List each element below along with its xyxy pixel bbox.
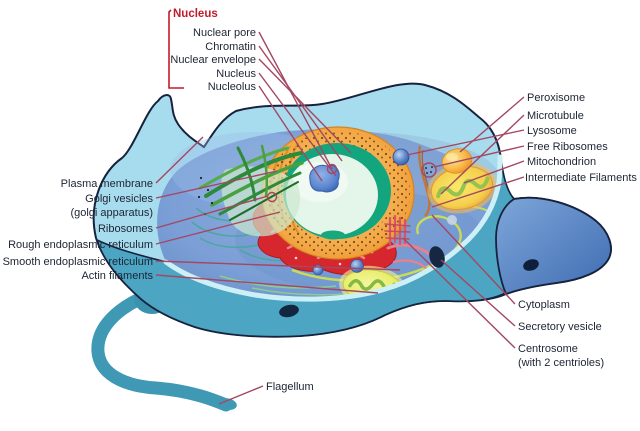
membrane-dark-spot [279, 304, 299, 318]
cut-membrane-rim [163, 154, 503, 302]
label-nuclear-envelope: Nuclear envelope [170, 54, 256, 66]
label-smooth-er: Smooth endoplasmic reticulum [3, 256, 153, 268]
nuclear-pore-marker [326, 163, 338, 175]
label-secretory-vesicle: Secretory vesicle [518, 321, 602, 333]
label-nuclear-pore: Nuclear pore [193, 27, 256, 39]
label-golgi-vesicles: Golgi vesicles [85, 193, 153, 205]
label-mitochondrion: Mitochondrion [527, 156, 596, 168]
label-microtubule: Microtubule [527, 110, 584, 122]
label-nucleolus: Nucleolus [208, 81, 257, 93]
label-nucleus: Nucleus [216, 68, 256, 80]
free-ribosomes-marker [421, 162, 437, 178]
label-rough-er: Rough endoplasmic reticulum [8, 239, 153, 251]
label-cytoplasm: Cytoplasm [518, 299, 570, 311]
mitochondrion-upper [427, 162, 497, 214]
free-ribosomes-marker-dots [425, 166, 433, 174]
label-centrosome-sub: (with 2 centrioles) [518, 357, 604, 369]
nucleus-bracket [168, 9, 184, 89]
label-centrosome: Centrosome [518, 343, 578, 355]
label-plasma-membrane: Plasma membrane [61, 178, 153, 190]
left-label-group: Plasma membrane Golgi vesicles (golgi ap… [3, 178, 154, 282]
leader-lines [155, 31, 525, 405]
cell-right-lobe [495, 196, 612, 296]
label-golgi-apparatus: (golgi apparatus) [70, 207, 153, 219]
label-free-ribosomes: Free Ribosomes [527, 141, 608, 153]
label-peroxisome: Peroxisome [527, 92, 585, 104]
label-lysosome: Lysosome [527, 125, 577, 137]
bottom-right-label-group: Cytoplasm Secretory vesicle Centrosome (… [518, 299, 604, 369]
label-ribosomes: Ribosomes [98, 223, 154, 235]
lysosome [392, 148, 410, 166]
lobe-dark-spot [523, 259, 539, 271]
label-chromatin: Chromatin [205, 41, 256, 53]
nucleus-label-group: Nucleus Nuclear pore Chromatin Nuclear e… [168, 8, 257, 93]
right-label-group: Peroxisome Microtubule Lysosome Free Rib… [525, 92, 637, 184]
secretory-vesicle [429, 246, 445, 268]
label-actin-filaments: Actin filaments [81, 270, 153, 282]
label-intermediate-filaments: Intermediate Filaments [525, 172, 637, 184]
label-nucleus-header: Nucleus [173, 8, 218, 20]
ribosomes-marker [266, 191, 278, 203]
nucleus [261, 126, 415, 260]
golgi-apparatus [198, 144, 304, 237]
nucleolus [309, 164, 340, 193]
label-flagellum: Flagellum [266, 381, 314, 393]
